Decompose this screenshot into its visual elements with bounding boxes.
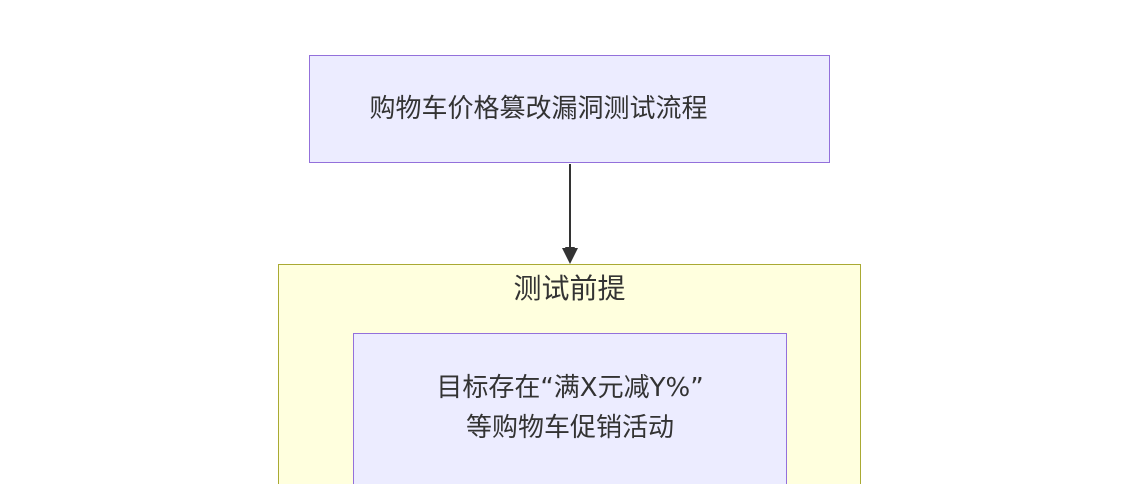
arrowhead-icon [562, 248, 578, 264]
promotion-precondition-node[interactable]: 目标存在“满X元减Y%” 等购物车促销活动 [353, 333, 787, 484]
promotion-line-1: 目标存在“满X元减Y%” [436, 373, 704, 403]
cluster-label: 测试前提 [513, 272, 626, 305]
flow-title-label: 购物车价格篡改漏洞测试流程 [369, 94, 708, 124]
flow-title-node[interactable]: 购物车价格篡改漏洞测试流程 [309, 55, 830, 163]
promotion-line-2: 等购物车促销活动 [465, 413, 674, 443]
